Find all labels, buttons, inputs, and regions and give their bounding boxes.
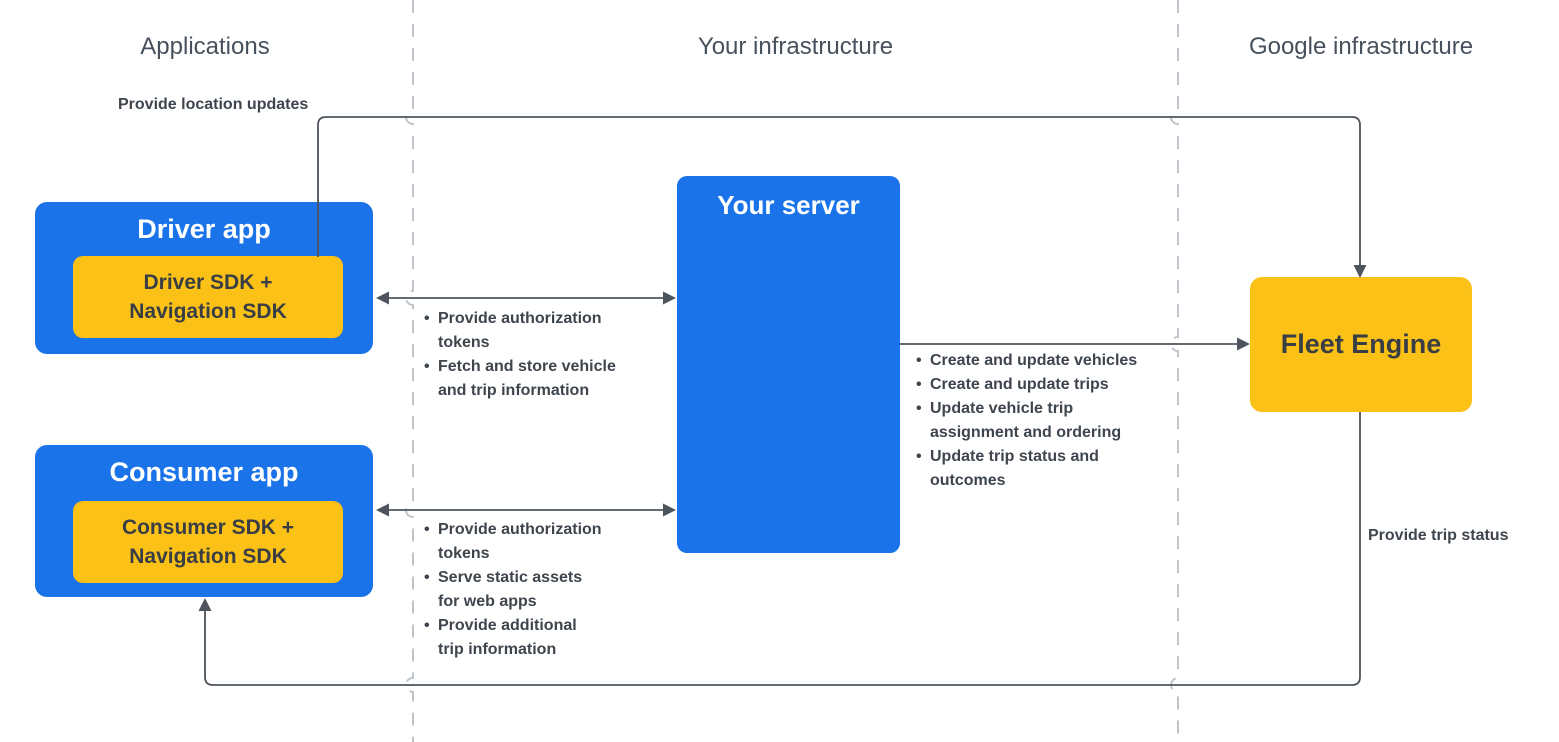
bullet-item: Create and update vehicles	[916, 349, 1176, 373]
bullet-item: Fetch and store vehicle and trip informa…	[424, 355, 654, 403]
edge-consumer-server-arrowhead-right	[663, 503, 676, 517]
lane-header-applications: Applications	[140, 33, 270, 60]
lane-header-your-infrastructure: Your infrastructure	[697, 33, 894, 60]
consumer-sdk-label: Consumer SDK + Navigation SDK	[121, 516, 295, 568]
driver-app-node: Driver app Driver SDK + Navigation SDK	[35, 202, 373, 354]
consumer-app-node: Consumer app Consumer SDK + Navigation S…	[35, 445, 373, 597]
your-server-node: Your server	[677, 176, 900, 553]
driver-sdk-label: Driver SDK + Navigation SDK	[129, 271, 287, 323]
bullet-item: Update trip status and outcomes	[916, 445, 1176, 493]
edge-trip-status-arrowhead	[198, 598, 212, 611]
bullet-item: Update vehicle trip assignment and order…	[916, 397, 1176, 445]
bullet-item: Create and update trips	[916, 373, 1176, 397]
fleet-engine-node: Fleet Engine	[1250, 277, 1472, 412]
driver-app-title: Driver app	[137, 214, 271, 244]
provide-location-updates-label: Provide location updates	[118, 96, 309, 113]
edge-driver-server-arrowhead-right	[663, 291, 676, 305]
lane-header-google-infrastructure: Google infrastructure	[1248, 33, 1474, 60]
consumer-app-title: Consumer app	[109, 457, 299, 487]
consumer-server-edge-items: Provide authorization tokensServe static…	[424, 518, 654, 662]
consumer-sdk-node: Consumer SDK + Navigation SDK	[73, 501, 343, 583]
bullet-item: Serve static assets for web apps	[424, 566, 654, 614]
edge-server-fleet-arrowhead	[1237, 337, 1250, 351]
server-fleet-edge-items: Create and update vehiclesCreate and upd…	[916, 349, 1176, 493]
bullet-item: Provide additional trip information	[424, 614, 654, 662]
driver-server-edge-items: Provide authorization tokensFetch and st…	[424, 307, 654, 403]
your-server-title: Your server	[717, 190, 860, 220]
bullet-item: Provide authorization tokens	[424, 518, 654, 566]
provide-trip-status-label: Provide trip status	[1368, 527, 1509, 544]
lane-divider-left	[405, 0, 414, 742]
fleet-engine-title: Fleet Engine	[1280, 329, 1442, 359]
bullet-item: Provide authorization tokens	[424, 307, 654, 355]
edge-driver-server-arrowhead-left	[376, 291, 389, 305]
edge-consumer-server-arrowhead-left	[376, 503, 389, 517]
driver-sdk-node: Driver SDK + Navigation SDK	[73, 256, 343, 338]
